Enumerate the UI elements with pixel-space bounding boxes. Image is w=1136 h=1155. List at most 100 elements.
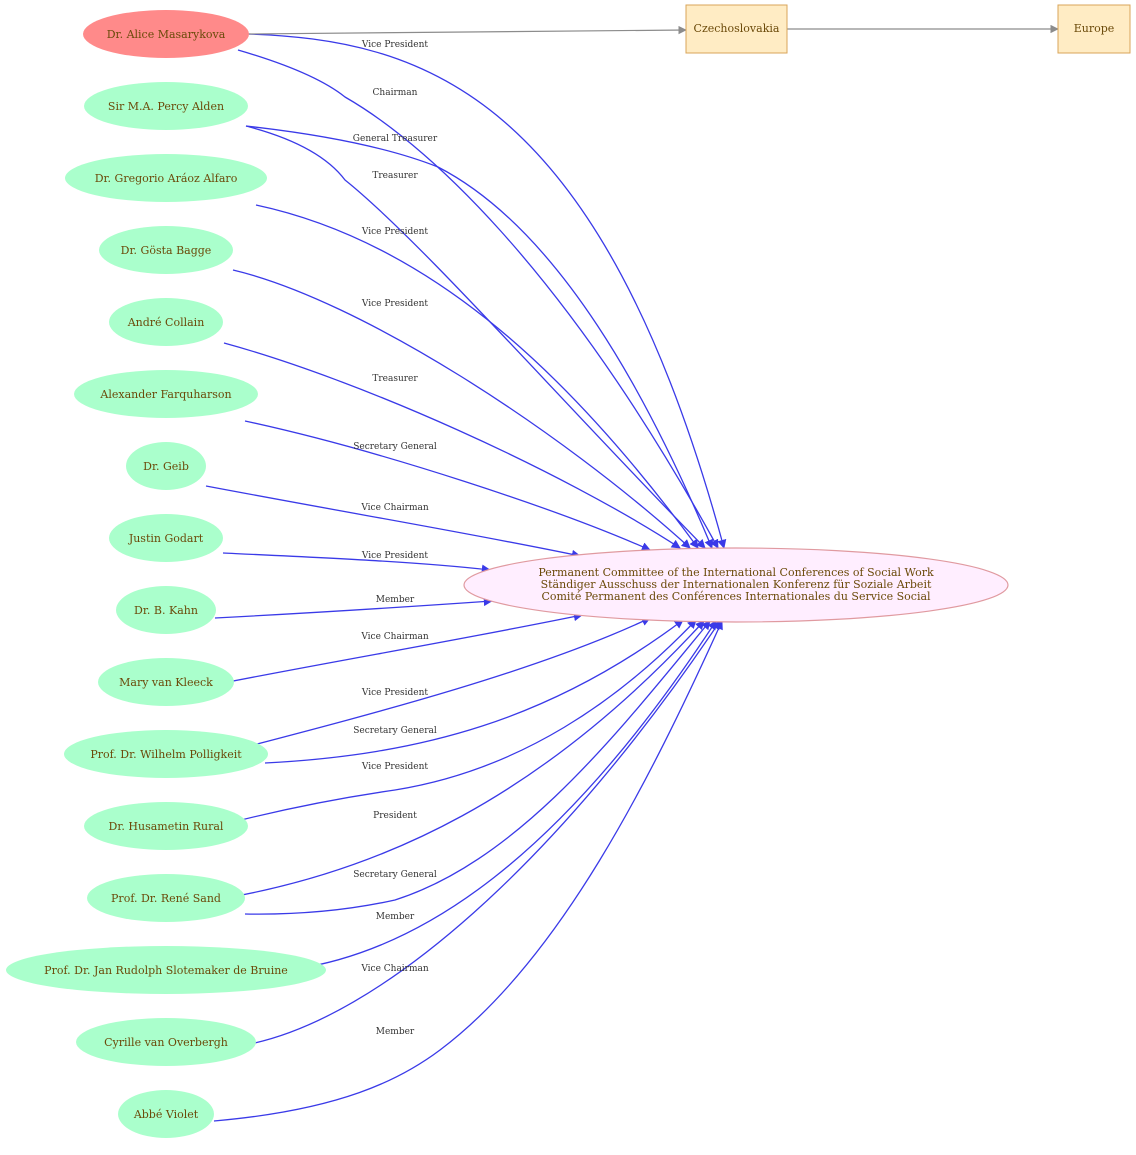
person-name: Dr. Gregorio Aráoz Alfaro xyxy=(95,172,238,185)
edge-label: Vice President xyxy=(361,227,429,237)
edge-dr-alice-masarykova-vice-president xyxy=(247,33,727,549)
edge-prof-dr-rene-sand-secretary-general xyxy=(244,620,711,915)
person-node-prof-dr-wilhelm-polligkeit[interactable]: Prof. Dr. Wilhelm Polligkeit xyxy=(64,730,268,778)
edge-masarykova-czechoslovakia xyxy=(247,25,687,35)
person-name: Justin Godart xyxy=(128,532,204,545)
person-ellipse xyxy=(6,946,326,994)
edge-label: Treasurer xyxy=(372,374,418,384)
person-ellipse xyxy=(65,154,267,202)
edge-label: Vice President xyxy=(361,551,429,561)
person-node-sir-m-a-percy-alden[interactable]: Sir M.A. Percy Alden xyxy=(84,82,248,130)
person-node-dr-gregorio-araoz-alfaro[interactable]: Dr. Gregorio Aráoz Alfaro xyxy=(65,154,267,202)
person-ellipse xyxy=(83,10,249,58)
person-name: Prof. Dr. Wilhelm Polligkeit xyxy=(90,748,242,761)
edge-prof-dr-wilhelm-polligkeit-secretary-general xyxy=(264,619,684,764)
edge-label: General Treasurer xyxy=(353,134,438,144)
edge-cyrille-van-overbergh-vice-chairman xyxy=(244,620,721,1046)
person-name: Dr. Gösta Bagge xyxy=(121,244,212,257)
person-node-alexander-farquharson[interactable]: Alexander Farquharson xyxy=(74,370,258,418)
edge-alexander-farquharson-secretary-general xyxy=(244,420,651,551)
person-name: Abbé Violet xyxy=(133,1108,199,1121)
edge-prof-dr-jan-rudolph-slotemaker-de-bruine-member xyxy=(295,620,717,970)
place-node-czechoslovakia[interactable]: Czechoslovakia xyxy=(685,4,788,54)
organization-name-de: Ständiger Ausschuss der Internationalen … xyxy=(541,578,932,591)
person-ellipse xyxy=(84,82,248,130)
edge-label: Member xyxy=(376,912,415,922)
person-node-dr-alice-masarykova[interactable]: Dr. Alice Masarykova xyxy=(83,10,249,58)
edge-andre-collain-treasurer xyxy=(223,342,681,549)
edge-dr-geib-vice-chairman xyxy=(205,485,581,559)
person-name: Mary van Kleeck xyxy=(119,676,213,689)
edge-label: Member xyxy=(376,595,415,605)
edge-label: Vice President xyxy=(361,40,429,50)
person-node-abbe-violet[interactable]: Abbé Violet xyxy=(118,1090,214,1138)
person-node-dr-husametin-rural[interactable]: Dr. Husametin Rural xyxy=(84,802,248,850)
person-ellipse xyxy=(87,874,245,922)
edge-label: Vice President xyxy=(361,762,429,772)
edge-label: Vice Chairman xyxy=(360,632,429,642)
edges-layer xyxy=(205,33,727,1122)
person-ellipse xyxy=(109,514,223,562)
person-name: Alexander Farquharson xyxy=(99,388,231,401)
edge-label: Chairman xyxy=(373,88,418,98)
person-name: Dr. Geib xyxy=(143,460,189,473)
edge-label: Secretary General xyxy=(353,442,437,452)
person-name: Dr. Husametin Rural xyxy=(109,820,224,833)
person-name: Cyrille van Overbergh xyxy=(104,1036,228,1049)
person-ellipse xyxy=(76,1018,256,1066)
person-ellipse xyxy=(116,586,216,634)
person-node-dr-gosta-bagge[interactable]: Dr. Gösta Bagge xyxy=(99,226,233,274)
person-name: André Collain xyxy=(127,316,205,329)
person-name: Prof. Dr. Jan Rudolph Slotemaker de Brui… xyxy=(44,964,288,977)
edge-dr-b-kahn-member xyxy=(214,597,493,619)
person-ellipse xyxy=(126,442,206,490)
edge-label: Vice Chairman xyxy=(360,964,429,974)
person-ellipse xyxy=(84,802,248,850)
edge-prof-dr-rene-sand-president xyxy=(230,620,705,898)
person-ellipse xyxy=(109,298,223,346)
person-node-prof-dr-jan-rudolph-slotemaker-de-bruine[interactable]: Prof. Dr. Jan Rudolph Slotemaker de Brui… xyxy=(6,946,326,994)
edge-abbe-violet-member xyxy=(213,620,723,1122)
person-node-dr-b-kahn[interactable]: Dr. B. Kahn xyxy=(116,586,216,634)
place-label: Europe xyxy=(1074,22,1115,35)
edge-dr-gosta-bagge-vice-president xyxy=(232,269,691,549)
person-node-prof-dr-rene-sand[interactable]: Prof. Dr. René Sand xyxy=(87,874,245,922)
edge-label: Treasurer xyxy=(372,171,418,181)
person-node-justin-godart[interactable]: Justin Godart xyxy=(109,514,223,562)
edge-mary-van-kleeck-vice-chairman xyxy=(222,612,583,684)
edge-label: Vice President xyxy=(361,299,429,309)
edge-sir-m-a-percy-alden-general-treasurer xyxy=(245,125,714,549)
organization-node[interactable]: Permanent Committee of the International… xyxy=(463,547,1009,623)
person-name: Sir M.A. Percy Alden xyxy=(108,100,224,113)
person-name: Prof. Dr. René Sand xyxy=(111,892,221,905)
edge-label: Member xyxy=(376,1027,415,1037)
person-node-cyrille-van-overbergh[interactable]: Cyrille van Overbergh xyxy=(76,1018,256,1066)
edge-justin-godart-vice-president xyxy=(222,552,491,574)
edge-sir-m-a-percy-alden-treasurer xyxy=(245,125,706,549)
person-ellipse xyxy=(99,226,233,274)
edge-label: Vice Chairman xyxy=(360,503,429,513)
edge-label: Secretary General xyxy=(353,726,437,736)
person-ellipse xyxy=(74,370,258,418)
edge-label: Vice President xyxy=(361,688,429,698)
person-ellipse xyxy=(98,658,234,706)
person-node-andre-collain[interactable]: André Collain xyxy=(109,298,223,346)
person-ellipse xyxy=(64,730,268,778)
edge-prof-dr-wilhelm-polligkeit-vice-president xyxy=(237,617,651,750)
organization-name-fr: Comité Permanent des Conférences Interna… xyxy=(541,590,931,603)
person-ellipse xyxy=(118,1090,214,1138)
person-name: Dr. Alice Masarykova xyxy=(107,28,226,41)
place-label: Czechoslovakia xyxy=(694,22,780,35)
edge-dr-gregorio-araoz-alfaro-vice-president xyxy=(255,204,699,549)
edge-label: Secretary General xyxy=(353,870,437,880)
place-node-europe[interactable]: Europe xyxy=(1057,4,1131,54)
edge-dr-alice-masarykova-chairman xyxy=(237,49,719,549)
edge-dr-husametin-rural-vice-president xyxy=(228,619,697,824)
person-node-mary-van-kleeck[interactable]: Mary van Kleeck xyxy=(98,658,234,706)
organization-name-en: Permanent Committee of the International… xyxy=(538,566,934,579)
person-node-dr-geib[interactable]: Dr. Geib xyxy=(126,442,206,490)
person-name: Dr. B. Kahn xyxy=(134,604,198,617)
